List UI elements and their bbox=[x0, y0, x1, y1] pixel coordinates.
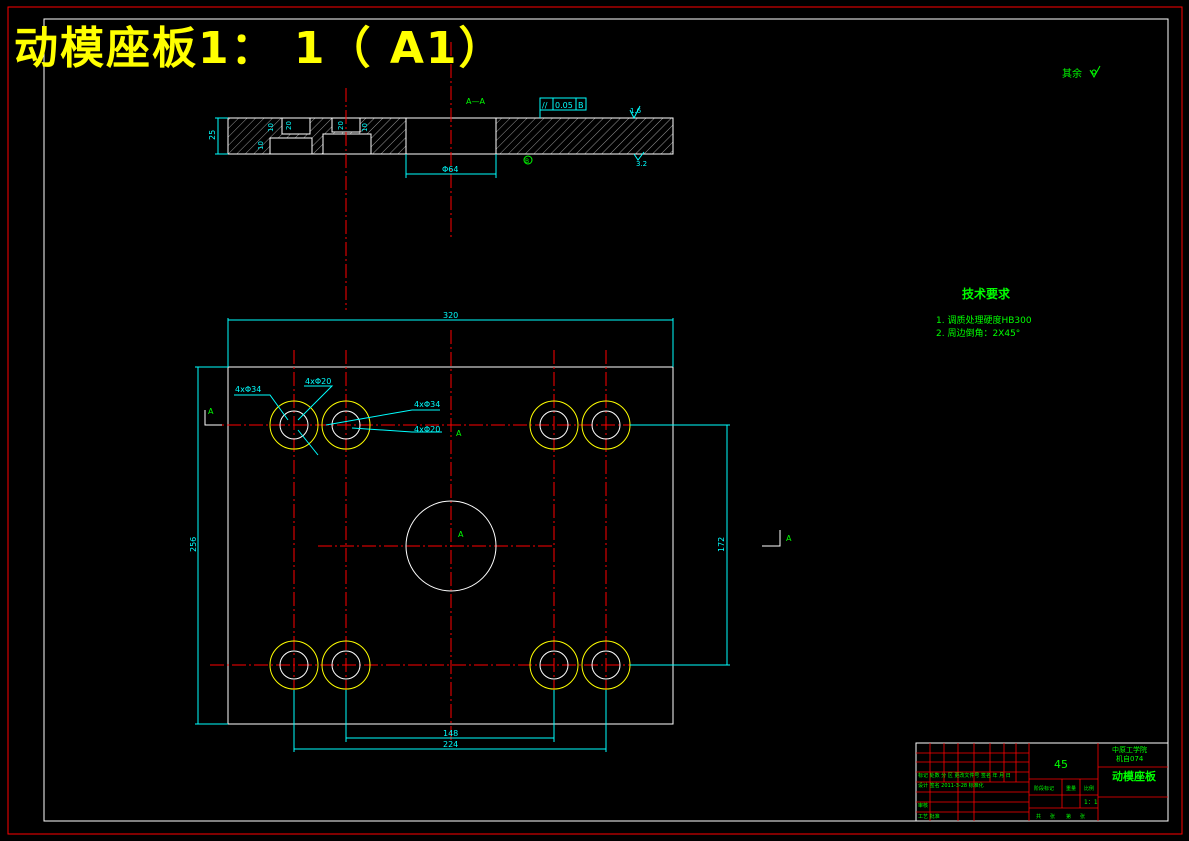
sheet-outer-border bbox=[7, 6, 1183, 835]
hole-inner bbox=[279, 650, 309, 680]
title-row: 审核 bbox=[918, 802, 928, 809]
tech-heading: 技术要求 bbox=[962, 286, 1011, 301]
title-label: 张 bbox=[1080, 813, 1085, 820]
hole-inner bbox=[331, 650, 361, 680]
small-dim: 10 bbox=[361, 123, 369, 132]
small-dim: 20 bbox=[337, 121, 345, 130]
hole-inner bbox=[539, 650, 569, 680]
section-cut-right bbox=[762, 530, 781, 547]
section-view: 25 Φ64 20 20 10 10 10 A—A // 0.05 B B 1.… bbox=[208, 42, 674, 310]
title-label: 第 bbox=[1066, 813, 1071, 820]
plan-pitch-inner-dim: 148 bbox=[443, 729, 458, 738]
roughness-symbol-icon bbox=[1089, 65, 1101, 79]
plan-height-dim: 256 bbox=[189, 537, 198, 552]
section-cut-right-label: A bbox=[786, 534, 792, 543]
hole-inner bbox=[591, 410, 621, 440]
title-school-sub: 机自074 bbox=[1116, 754, 1144, 763]
datum-label: B bbox=[525, 158, 529, 165]
hole-outer bbox=[269, 400, 319, 450]
roughness-bottom: 3.2 bbox=[636, 160, 647, 168]
drawing-title-banner: 动模座板1： 1（ A1） bbox=[14, 23, 505, 74]
section-label: A—A bbox=[466, 97, 485, 106]
title-school: 中原工学院 bbox=[1112, 745, 1147, 754]
title-row: 设计 签名 2011-3-28 标准化 bbox=[918, 782, 984, 789]
hole-outer bbox=[321, 400, 371, 450]
callout-outer-left: 4xΦ34 bbox=[235, 385, 261, 394]
title-material: 45 bbox=[1054, 758, 1068, 771]
roughness-bottom-icon bbox=[633, 151, 645, 161]
plan-view: A 4xΦ34 4xΦ20 4xΦ34 4xΦ20 A A A bbox=[189, 311, 792, 752]
section-cut-left bbox=[204, 410, 222, 426]
title-scale: 1：1 bbox=[1084, 799, 1098, 806]
plan-pitch-outer-dim: 224 bbox=[443, 740, 458, 749]
hole-inner bbox=[539, 410, 569, 440]
title-block: 45 中原工学院 机自074 动模座板 1：1 标记 处数 分 区 更改文件号 … bbox=[915, 742, 1169, 822]
hole-inner bbox=[591, 650, 621, 680]
callout-outer-right: 4xΦ34 bbox=[414, 400, 440, 409]
title-row: 标记 处数 分 区 更改文件号 签名 年 月 日 bbox=[918, 772, 1011, 779]
tolerance-datum: B bbox=[578, 101, 584, 110]
tolerance-symbol: // bbox=[542, 101, 548, 110]
title-label: 比例 bbox=[1084, 785, 1094, 792]
hole-outer bbox=[529, 640, 579, 690]
tech-item: 1. 调质处理硬度HB300 bbox=[936, 314, 1032, 326]
callout-inner-left: 4xΦ20 bbox=[305, 377, 331, 386]
other-surfaces-note: 其余 bbox=[1062, 67, 1082, 80]
plan-mark: A bbox=[456, 429, 462, 438]
hole-inner bbox=[279, 410, 309, 440]
tech-item: 2. 周边倒角：2X45° bbox=[936, 327, 1020, 339]
plan-pitch-y-dim: 172 bbox=[717, 537, 726, 552]
plan-width-dim: 320 bbox=[443, 311, 458, 320]
hole-outer bbox=[269, 640, 319, 690]
small-dim: 10 bbox=[267, 123, 275, 132]
hole-outer bbox=[529, 400, 579, 450]
bore-mark: A bbox=[458, 530, 464, 539]
small-dim: 20 bbox=[285, 121, 293, 130]
title-label: 张 bbox=[1050, 813, 1055, 820]
section-thickness-dim: 25 bbox=[208, 130, 217, 140]
datum-marker-icon bbox=[523, 155, 533, 165]
hole-outer bbox=[321, 640, 371, 690]
center-bore bbox=[405, 500, 497, 592]
title-label: 重量 bbox=[1066, 785, 1076, 792]
tolerance-value: 0.05 bbox=[555, 101, 573, 110]
hole-inner bbox=[331, 410, 361, 440]
title-label: 阶段标记 bbox=[1034, 785, 1054, 792]
roughness-top-icon bbox=[629, 105, 641, 120]
section-bore-dim: Φ64 bbox=[442, 165, 458, 174]
title-row: 工艺 批准 bbox=[918, 813, 940, 820]
title-label: 共 bbox=[1036, 813, 1041, 820]
technical-requirements: 技术要求 1. 调质处理硬度HB300 2. 周边倒角：2X45° bbox=[936, 286, 1032, 339]
small-dim: 10 bbox=[257, 141, 265, 150]
roughness-top: 1.6 bbox=[630, 107, 642, 115]
callout-inner-right: 4xΦ20 bbox=[414, 425, 440, 434]
sheet-inner-border bbox=[43, 18, 1169, 822]
plate-outline bbox=[227, 366, 674, 725]
title-part-name: 动模座板 bbox=[1112, 769, 1157, 783]
section-cut-left-label: A bbox=[208, 407, 214, 416]
